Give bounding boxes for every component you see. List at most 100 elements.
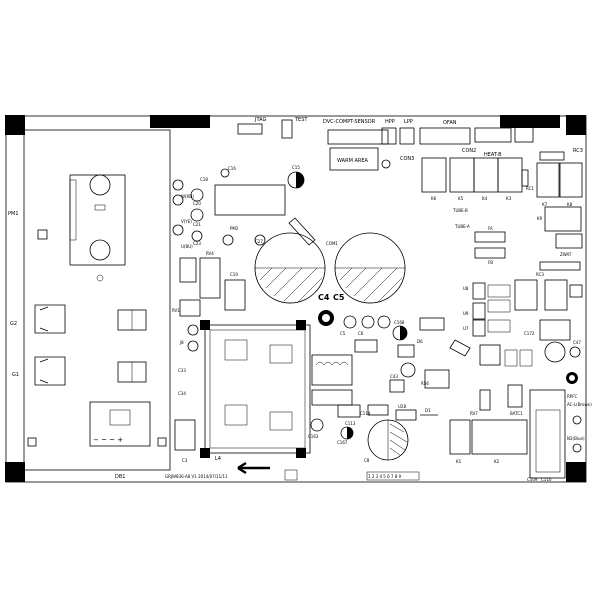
label-wire-w: W(RD) — [181, 194, 194, 199]
test-connector — [281, 119, 293, 139]
pin-header-row — [366, 471, 420, 481]
heat-connector — [474, 127, 512, 143]
label-con2: CON2 — [462, 148, 476, 154]
bridge-rectifier-db1 — [89, 401, 151, 447]
ipm-screw-hole-top — [89, 174, 111, 196]
cap-c20 — [190, 188, 204, 202]
corner-block-tr — [566, 115, 586, 135]
label-c20: C20 — [193, 201, 201, 206]
label-c4: C4 — [318, 293, 330, 302]
label-c6: C6 — [358, 331, 364, 336]
label-c21: C21 — [193, 222, 201, 227]
label-wire-v: V(YE) — [181, 219, 192, 224]
fwat-connector — [514, 123, 534, 143]
label-c47: C47 — [573, 340, 581, 345]
label-c16: C16 — [228, 166, 236, 171]
label-heat-b: HEAT-B — [484, 152, 502, 158]
fuse-fb — [474, 247, 506, 259]
label-k5: K5 — [458, 196, 464, 201]
label-board-id: GRJW836-A8 V1 2014/07/11/11 — [165, 474, 228, 479]
label-r56: R56 — [421, 381, 429, 386]
label-c33: C33 — [178, 368, 186, 373]
label-k7: K7 — [542, 202, 548, 207]
relay-g1 — [34, 356, 66, 386]
label-pm1: PM1 — [8, 211, 19, 217]
label-dvc-comp: DVC-COMP — [323, 119, 350, 125]
label-c114: C114 — [360, 411, 371, 416]
component-c3 — [174, 419, 196, 451]
label-con3: CON3 — [400, 156, 414, 162]
test-pad-3 — [157, 437, 167, 447]
label-c10: C10 — [230, 272, 238, 277]
batc1 — [507, 384, 523, 408]
label-u7: U7 — [463, 326, 469, 331]
small-hole — [96, 274, 104, 282]
label-c34: C34 — [178, 391, 186, 396]
corner-block-br — [566, 462, 586, 482]
label-k2: K2 — [494, 459, 500, 464]
relay-g2 — [34, 304, 66, 334]
label-c5: C5 — [333, 293, 345, 302]
label-d6: D6 — [417, 339, 423, 344]
resistor-rc1 — [521, 169, 529, 187]
relay-k7 — [536, 162, 560, 198]
label-u8: U8 — [463, 286, 469, 291]
label-rc3-b: RC3 — [536, 272, 544, 277]
relay-k8 — [559, 162, 583, 198]
label-g2: G2 — [10, 321, 17, 327]
relay-k2 — [471, 419, 528, 455]
relay-k9 — [544, 206, 582, 232]
label-test: TEST — [294, 117, 308, 123]
label-ofan: OFAN — [443, 120, 457, 126]
ipm-fuse — [94, 204, 106, 211]
label-com1: COM1 — [326, 241, 338, 246]
label-hpp: HPP — [385, 119, 395, 125]
relay-k5 — [449, 157, 475, 193]
label-tube-b: TUBE-B — [452, 208, 468, 213]
component-c12 — [179, 257, 197, 283]
label-k8: K8 — [567, 202, 573, 207]
cap-c23 — [191, 230, 203, 242]
ipm-screw-hole-bottom — [89, 239, 111, 261]
label-c15: C15 — [292, 165, 300, 170]
top-block-1 — [150, 115, 210, 128]
label-c8: C8 — [364, 458, 370, 463]
zwat-connector — [555, 233, 583, 249]
component-r56 — [424, 369, 450, 389]
label-l4: L4 — [215, 456, 221, 462]
label-k6: K6 — [431, 196, 437, 201]
label-jtag: JTAG — [254, 117, 266, 123]
ic-u7 — [472, 319, 486, 337]
label-c5-small: C5 — [340, 331, 346, 336]
heatsink-outline — [23, 129, 171, 471]
label-c27: C27 — [255, 239, 263, 244]
label-c23: C23 — [193, 241, 201, 246]
warm-area-box — [329, 147, 379, 171]
label-pm2: PM2 — [230, 226, 239, 231]
component-c10 — [224, 279, 246, 311]
label-rc3: RC3 — [573, 148, 583, 154]
ofan-connector — [419, 127, 471, 145]
label-tube-a: TUBE-A — [454, 224, 470, 229]
board-outline — [5, 115, 587, 483]
ic-u5-block — [514, 279, 538, 311]
rectifier-symbols: − ~ ~ + — [93, 436, 123, 444]
label-batc1: BATC1 — [510, 411, 523, 416]
label-c168: C168 — [394, 320, 405, 325]
component-rv4 — [199, 257, 221, 299]
label-heat-c: HEAT-C — [540, 122, 558, 128]
relay-k6 — [421, 157, 447, 193]
label-u9: U9 — [463, 311, 469, 316]
corner-block-bl — [5, 462, 25, 482]
ipm-pins — [69, 179, 77, 241]
label-k4: K4 — [482, 196, 488, 201]
label-c163: C163 — [308, 434, 319, 439]
label-k1: K1 — [456, 459, 462, 464]
label-ac-l: AC-L(Brown) — [567, 402, 592, 407]
inductor-l3 — [311, 354, 353, 386]
label-c3: C3 — [182, 458, 188, 463]
com1-component — [288, 217, 316, 246]
label-c18: C18 — [200, 177, 208, 182]
